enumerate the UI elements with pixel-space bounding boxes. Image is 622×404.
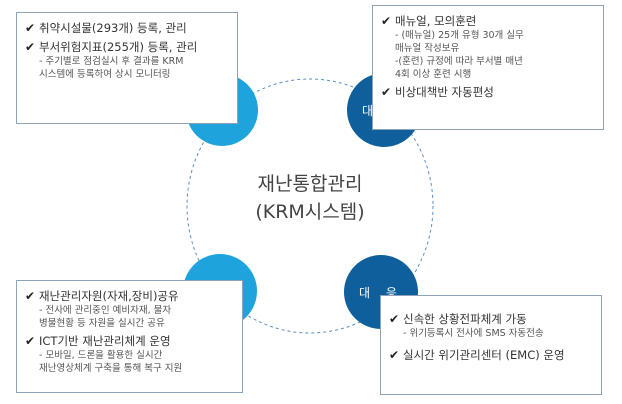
- check-icon: ✔: [389, 312, 400, 326]
- item-text: 매뉴얼, 모의훈련: [395, 14, 477, 28]
- list-item: ✔ 신속한 상황전파체계 가동: [389, 312, 593, 327]
- sub-text: 병물현황 등 자원을 실시간 공유: [39, 318, 165, 329]
- sub-text: - 위기등록시 전사에 SMS 자동전송: [403, 328, 544, 339]
- check-icon: ✔: [25, 289, 36, 303]
- check-icon: ✔: [381, 14, 392, 28]
- center-title: 재난통합관리 (KRM시스템): [200, 170, 420, 226]
- sub-text: - 전사에 관리중인 예비자재, 물자: [39, 305, 172, 316]
- item-text: ICT기반 재난관리체계 운영: [39, 334, 171, 348]
- sub-text: - 주기별로 점검실시 후 결과를 KRM: [39, 56, 184, 67]
- check-icon: ✔: [381, 85, 392, 99]
- center-title-line1: 재난통합관리: [257, 173, 363, 195]
- item-text: 실시간 위기관리센터 (EMC) 운영: [403, 348, 565, 362]
- item-text: 재난관리자원(자재,장비)공유: [39, 289, 179, 303]
- check-icon: ✔: [25, 21, 36, 35]
- sub-text: 시스템에 등록하여 상시 모니터링: [39, 69, 171, 80]
- sub-text: - 모바일, 드론을 활용한 실시간: [39, 350, 163, 361]
- prevention-box: ✔ 취약시설물(293개) 등록, 관리 ✔ 부서위험지표(255개) 등록, …: [16, 12, 238, 124]
- response-box: ✔ 신속한 상황전파체계 가동 - 위기등록시 전사에 SMS 자동전송 ✔ 실…: [380, 295, 602, 395]
- sub-text: 매뉴얼 작성보유: [395, 43, 460, 54]
- check-icon: ✔: [25, 334, 36, 348]
- list-item: ✔ 부서위험지표(255개) 등록, 관리: [25, 40, 229, 55]
- list-item: ✔ 매뉴얼, 모의훈련: [381, 14, 595, 29]
- item-text: 부서위험지표(255개) 등록, 관리: [39, 40, 198, 54]
- sub-text: 4회 이상 훈련 시행: [395, 69, 472, 80]
- sub-text: 재난영상체계 구축을 통해 복구 지원: [39, 363, 183, 374]
- list-item: ✔ 취약시설물(293개) 등록, 관리: [25, 21, 229, 36]
- recovery-box: ✔ 재난관리자원(자재,장비)공유 - 전사에 관리중인 예비자재, 물자 병물…: [16, 280, 243, 393]
- list-item: ✔ 실시간 위기관리센터 (EMC) 운영: [389, 348, 593, 363]
- item-text: 신속한 상황전파체계 가동: [403, 312, 527, 326]
- item-text: 비상대책반 자동편성: [395, 85, 494, 99]
- sub-text: - (매뉴얼) 25개 유형 30개 실무: [395, 30, 524, 41]
- preparedness-box: ✔ 매뉴얼, 모의훈련 - (매뉴얼) 25개 유형 30개 실무 매뉴얼 작성…: [372, 5, 604, 130]
- item-text: 취약시설물(293개) 등록, 관리: [39, 21, 187, 35]
- center-title-line2: (KRM시스템): [255, 201, 365, 223]
- list-item: ✔ 비상대책반 자동편성: [381, 85, 595, 100]
- sub-text: -(훈련) 규정에 따라 부서별 매년: [395, 56, 523, 67]
- check-icon: ✔: [25, 40, 36, 54]
- check-icon: ✔: [389, 348, 400, 362]
- list-item: ✔ 재난관리자원(자재,장비)공유: [25, 289, 234, 304]
- list-item: ✔ ICT기반 재난관리체계 운영: [25, 334, 234, 349]
